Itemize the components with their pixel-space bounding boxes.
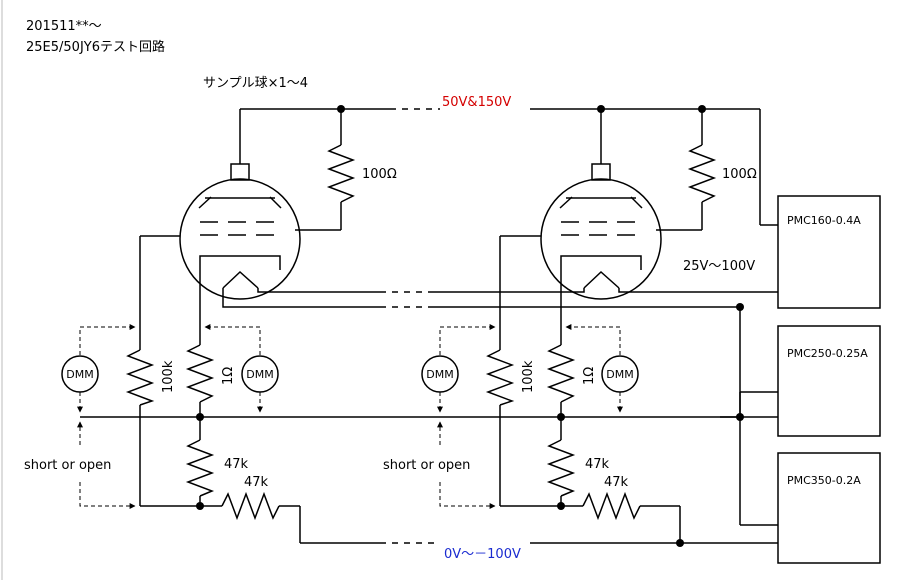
grid-resistor-label-right: 100k [521,360,536,393]
psu-2: PMC250-0.25A [777,325,881,437]
sense-resistor-label-right: 1Ω [582,367,597,385]
short-open-label-left: short or open [24,458,111,473]
bottom-rail-label: 0V～－100V [444,547,521,562]
psu-2-label: PMC250-0.25A [787,347,868,360]
psu-3: PMC350-0.2A [777,452,881,564]
short-open-label-right: short or open [383,458,470,473]
cathode-resistor-label-left: 47k [224,457,249,472]
dmm-left-1: DMM [61,355,99,393]
psu-3-label: PMC350-0.2A [787,474,861,487]
header-date: 201511**～ [26,19,102,34]
cathode-resistor-label-right: 47k [585,457,610,472]
plate-resistor-label-right: 100Ω [722,167,757,182]
dmm-label: DMM [246,368,273,381]
grid-resistor-label-left: 100k [161,360,176,393]
dmm-right-1: DMM [421,355,459,393]
top-rail-label: 50V&150V [442,95,511,110]
dmm-right-2: DMM [601,355,639,393]
bias-resistor-label-left: 47k [244,475,269,490]
dmm-label: DMM [606,368,633,381]
sense-resistor-label-left: 1Ω [221,367,236,385]
dmm-label: DMM [426,368,453,381]
psu-1-label: PMC160-0.4A [787,214,861,227]
dmm-left-2: DMM [241,355,279,393]
dmm-label: DMM [66,368,93,381]
plate-resistor-label-left: 100Ω [362,167,397,182]
heater-voltage-label: 25V～100V [683,259,755,274]
junction-dots [196,105,744,547]
header-title: 25E5/50JY6テスト回路 [26,39,165,55]
bias-resistor-label-right: 47k [604,475,629,490]
psu-1: PMC160-0.4A [777,195,881,309]
sample-tube-label: サンプル球×1～4 [203,76,308,91]
